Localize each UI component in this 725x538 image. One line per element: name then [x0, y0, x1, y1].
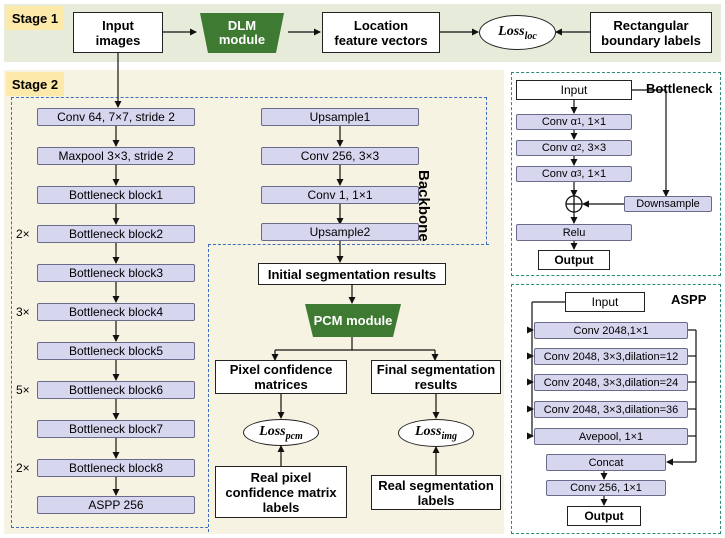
- initial-results-box: Initial segmentation results: [258, 263, 446, 285]
- loss-loc-label: Lossloc: [498, 23, 537, 42]
- conv256-block: Conv 256, 3×3: [261, 147, 419, 165]
- loss-img-ellipse: Lossimg: [398, 419, 474, 447]
- pcm-module: PCM module: [301, 304, 405, 337]
- real-seg-labels-label: Real segmentation labels: [378, 477, 494, 508]
- conv64-block: Conv 64, 7×7, stride 2: [37, 108, 195, 126]
- stage2-tag: Stage 2: [6, 72, 64, 96]
- real-seg-labels-box: Real segmentation labels: [371, 475, 501, 510]
- sum-node-icon: [565, 195, 583, 213]
- pcm-module-label: PCM module: [313, 312, 393, 328]
- aspp-title: ASPP: [671, 292, 707, 307]
- aspp256-block: ASPP 256: [37, 496, 195, 514]
- dlm-module-shape: [200, 13, 284, 53]
- rect-labels-box: Rectangular boundary labels: [590, 12, 712, 53]
- stage1-tag: Stage 1: [6, 6, 64, 30]
- aspp-input-box: Input: [565, 292, 645, 312]
- location-vectors-label: Location feature vectors: [334, 17, 428, 48]
- loss-pcm-label: Losspcm: [259, 423, 303, 442]
- final-results-box: Final segmentation results: [371, 360, 501, 394]
- final-results-label: Final segmentation results: [376, 362, 496, 392]
- bottleneck-block2: Bottleneck block2: [37, 225, 195, 243]
- aspp-concat-block: Concat: [546, 454, 666, 471]
- bottleneck-block6: Bottleneck block6: [37, 381, 195, 399]
- input-images-box: Input images: [73, 12, 163, 53]
- bottleneck-input-box: Input: [516, 80, 632, 100]
- aspp-branch-1: Conv 2048,1×1: [534, 322, 688, 339]
- pixel-conf-box: Pixel confidence matrices: [215, 360, 347, 394]
- input-images-label: Input images: [95, 17, 141, 48]
- multiplier-block6: 5×: [16, 383, 30, 397]
- bottleneck-block3: Bottleneck block3: [37, 264, 195, 282]
- multiplier-block2: 2×: [16, 227, 30, 241]
- aspp-branch-2: Conv 2048, 3×3,dilation=12: [534, 348, 688, 365]
- multiplier-block8: 2×: [16, 461, 30, 475]
- dlm-module: DLM module: [196, 13, 288, 53]
- bottleneck-block8: Bottleneck block8: [37, 459, 195, 477]
- bottleneck-block4: Bottleneck block4: [37, 303, 195, 321]
- pcm-module-shape: [305, 304, 401, 337]
- upsample2-block: Upsample2: [261, 223, 419, 241]
- loss-img-label: Lossimg: [414, 424, 457, 442]
- real-pixel-labels-label: Real pixel confidence matrix labels: [225, 469, 337, 515]
- multiplier-block4: 3×: [16, 305, 30, 319]
- bottleneck-block7: Bottleneck block7: [37, 420, 195, 438]
- bottleneck-output-box: Output: [538, 250, 610, 270]
- real-pixel-labels-box: Real pixel confidence matrix labels: [215, 466, 347, 518]
- loss-loc-ellipse: Lossloc: [479, 15, 556, 50]
- dlm-module-label: DLM module: [218, 18, 266, 47]
- maxpool-block: Maxpool 3×3, stride 2: [37, 147, 195, 165]
- location-vectors-box: Location feature vectors: [322, 12, 440, 53]
- aspp-output-box: Output: [567, 506, 641, 526]
- bottleneck-block1: Bottleneck block1: [37, 186, 195, 204]
- relu-block: Relu: [516, 224, 632, 241]
- aspp-conv-block: Conv 256, 1×1: [546, 480, 666, 496]
- aspp-branch-3: Conv 2048, 3×3,dilation=24: [534, 374, 688, 391]
- bottleneck-block5: Bottleneck block5: [37, 342, 195, 360]
- conv1-block: Conv 1, 1×1: [261, 186, 419, 204]
- downsample-block: Downsample: [624, 196, 712, 212]
- loss-pcm-ellipse: Losspcm: [243, 419, 319, 446]
- upsample1-block: Upsample1: [261, 108, 419, 126]
- aspp-branch-5: Avepool, 1×1: [534, 428, 688, 445]
- bottleneck-title: Bottleneck: [646, 81, 713, 96]
- rect-labels-label: Rectangular boundary labels: [601, 17, 701, 48]
- pixel-conf-label: Pixel confidence matrices: [229, 362, 333, 392]
- aspp-branch-4: Conv 2048, 3×3,dilation=36: [534, 401, 688, 418]
